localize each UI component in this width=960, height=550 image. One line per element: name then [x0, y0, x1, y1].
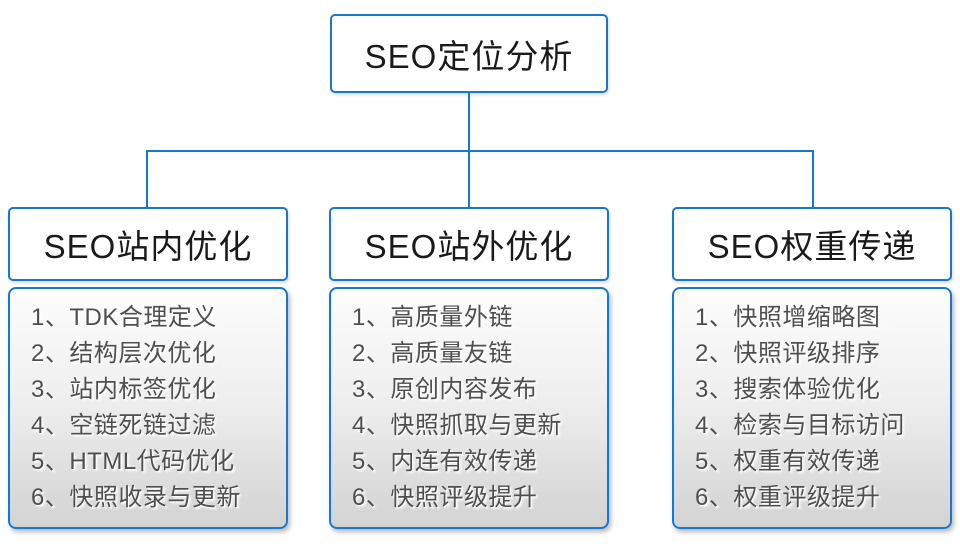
list-item: 1、TDK合理定义	[31, 304, 217, 331]
list-item: 2、高质量友链	[352, 340, 513, 367]
list-item: 6、快照评级提升	[352, 484, 538, 511]
branch-header-label: SEO站外优化	[364, 228, 574, 265]
list-item: 2、结构层次优化	[31, 340, 217, 367]
list-item: 3、搜索体验优化	[695, 376, 881, 403]
branch-header-onsite: SEO站内优化	[8, 207, 288, 281]
list-item: 3、原创内容发布	[352, 376, 538, 403]
root-node-label: SEO定位分析	[364, 37, 574, 75]
list-item: 3、站内标签优化	[31, 376, 217, 403]
branch-header-label: SEO站内优化	[43, 228, 253, 265]
list-item: 2、快照评级排序	[695, 340, 881, 367]
branch-panel-offsite: 1、高质量外链 2、高质量友链 3、原创内容发布 4、快照抓取与更新 5、内连有…	[329, 287, 609, 529]
list-item: 5、HTML代码优化	[31, 448, 235, 475]
connector-right-drop	[812, 150, 814, 207]
list-item: 1、快照增缩略图	[695, 304, 881, 331]
branch-header-weight: SEO权重传递	[672, 207, 952, 281]
branch-panel-weight: 1、快照增缩略图 2、快照评级排序 3、搜索体验优化 4、检索与目标访问 5、权…	[672, 287, 952, 529]
list-item: 6、快照收录与更新	[31, 484, 241, 511]
list-item: 4、空链死链过滤	[31, 412, 217, 439]
connector-left-drop	[146, 150, 148, 207]
list-item: 4、检索与目标访问	[695, 412, 905, 439]
list-item: 4、快照抓取与更新	[352, 412, 562, 439]
connector-horizontal	[146, 150, 814, 152]
connector-mid-drop	[468, 150, 470, 207]
list-item: 6、权重评级提升	[695, 484, 881, 511]
list-item: 1、高质量外链	[352, 304, 513, 331]
list-item: 5、权重有效传递	[695, 448, 881, 475]
connector-root-drop	[468, 93, 470, 151]
branch-header-offsite: SEO站外优化	[329, 207, 609, 281]
branch-header-label: SEO权重传递	[707, 228, 917, 265]
list-item: 5、内连有效传递	[352, 448, 538, 475]
branch-panel-onsite: 1、TDK合理定义 2、结构层次优化 3、站内标签优化 4、空链死链过滤 5、H…	[8, 287, 288, 529]
root-node-seo-positioning: SEO定位分析	[330, 14, 608, 93]
